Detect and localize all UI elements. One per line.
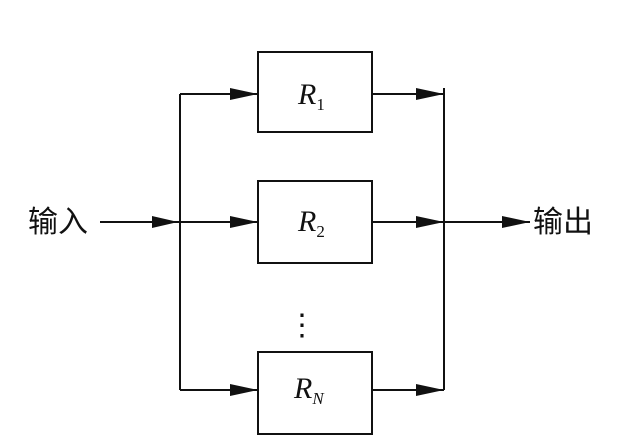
input-arrowhead — [152, 216, 178, 228]
block-r1 — [257, 51, 373, 133]
output-label: 输出 — [533, 205, 593, 240]
branch-n-in-arrowhead — [230, 384, 258, 396]
block-rn-label: RN — [293, 372, 325, 408]
branch-1-out-arrowhead — [416, 88, 444, 100]
branch-2-out-arrowhead — [416, 216, 444, 228]
block-r2 — [257, 180, 373, 264]
block-r1-label: R1 — [297, 78, 325, 114]
block-r2-label: R2 — [297, 205, 325, 241]
branch-n-out-arrowhead — [416, 384, 444, 396]
output-arrowhead — [502, 216, 530, 228]
branch-2-in-arrowhead — [230, 216, 258, 228]
input-label: 输入 — [28, 205, 88, 240]
ellipsis: ⋮ — [287, 308, 317, 343]
block-rn — [257, 351, 373, 435]
branch-1-in-arrowhead — [230, 88, 258, 100]
